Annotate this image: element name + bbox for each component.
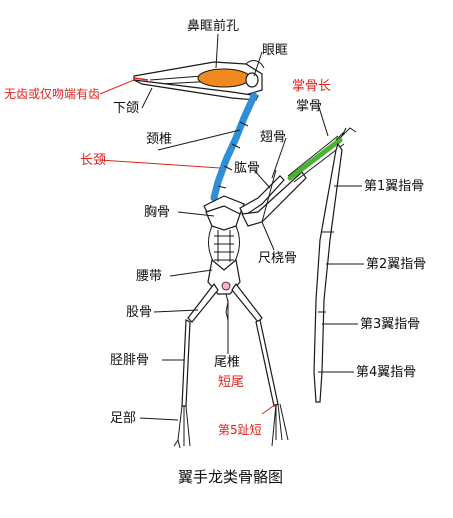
label-toothless: 无齿或仅吻端有齿	[4, 87, 101, 101]
label-wing-digit-2: 第2翼指骨	[366, 257, 427, 272]
jaw-tip-red	[133, 77, 149, 81]
right-femur	[231, 282, 263, 323]
rib-cage	[208, 225, 240, 267]
label-metacarpal: 掌骨	[296, 99, 323, 114]
label-pelvis: 腰带	[136, 269, 163, 284]
right-foot	[271, 403, 289, 447]
pteroid-bone	[261, 169, 277, 223]
radius-ulna-bone	[241, 171, 307, 227]
label-mandible: 下颌	[113, 101, 140, 116]
left-leg	[173, 282, 219, 449]
label-radius-ulna: 尺桡骨	[258, 251, 298, 266]
label-foot: 足部	[110, 411, 137, 426]
orbit	[245, 72, 259, 88]
label-tibiofibula: 胫腓骨	[110, 353, 150, 368]
neck-vertebra-marks	[217, 121, 249, 189]
label-wing-digit-1: 第1翼指骨	[364, 179, 425, 194]
skull	[133, 60, 265, 101]
neck-highlight	[210, 92, 258, 202]
label-fifth-toe-short: 第5趾短	[218, 423, 262, 437]
label-long-metacarpal: 掌骨长	[292, 79, 332, 94]
label-cervical: 颈椎	[146, 132, 173, 147]
diagram-caption: 翼手龙类骨骼图	[178, 468, 284, 486]
label-wing-digit-3: 第3翼指骨	[360, 317, 421, 332]
label-long-neck: 长颈	[80, 153, 107, 168]
left-femur	[187, 282, 219, 323]
torso	[203, 195, 245, 267]
right-leg	[231, 282, 289, 447]
label-short-tail: 短尾	[218, 375, 245, 390]
tail-vertebrae	[225, 293, 229, 321]
label-pteroid: 翅骨	[260, 130, 287, 145]
label-wing-digit-4: 第4翼指骨	[356, 365, 417, 380]
label-femur: 股骨	[126, 305, 153, 320]
label-nasal-antorbital: 鼻眶前孔	[187, 19, 240, 34]
wing-finger-joints	[318, 231, 334, 313]
right-tibia	[255, 319, 279, 407]
neck-vertebrae	[210, 92, 258, 202]
label-orbit: 眼眶	[262, 43, 289, 58]
left-tibia	[181, 319, 191, 407]
nasal-antorbital-fenestra	[197, 68, 251, 88]
left-foot	[173, 405, 191, 449]
skull-crest	[245, 60, 265, 69]
hand-claws	[335, 127, 357, 141]
wing	[239, 127, 357, 403]
label-sternum: 胸骨	[144, 205, 171, 220]
leader-lines	[99, 33, 364, 421]
metacarpal-highlight	[287, 137, 343, 181]
wing-finger	[313, 142, 343, 403]
label-caudal: 尾椎	[214, 355, 241, 370]
label-humerus: 肱骨	[234, 161, 261, 176]
hip-joint	[221, 281, 231, 291]
